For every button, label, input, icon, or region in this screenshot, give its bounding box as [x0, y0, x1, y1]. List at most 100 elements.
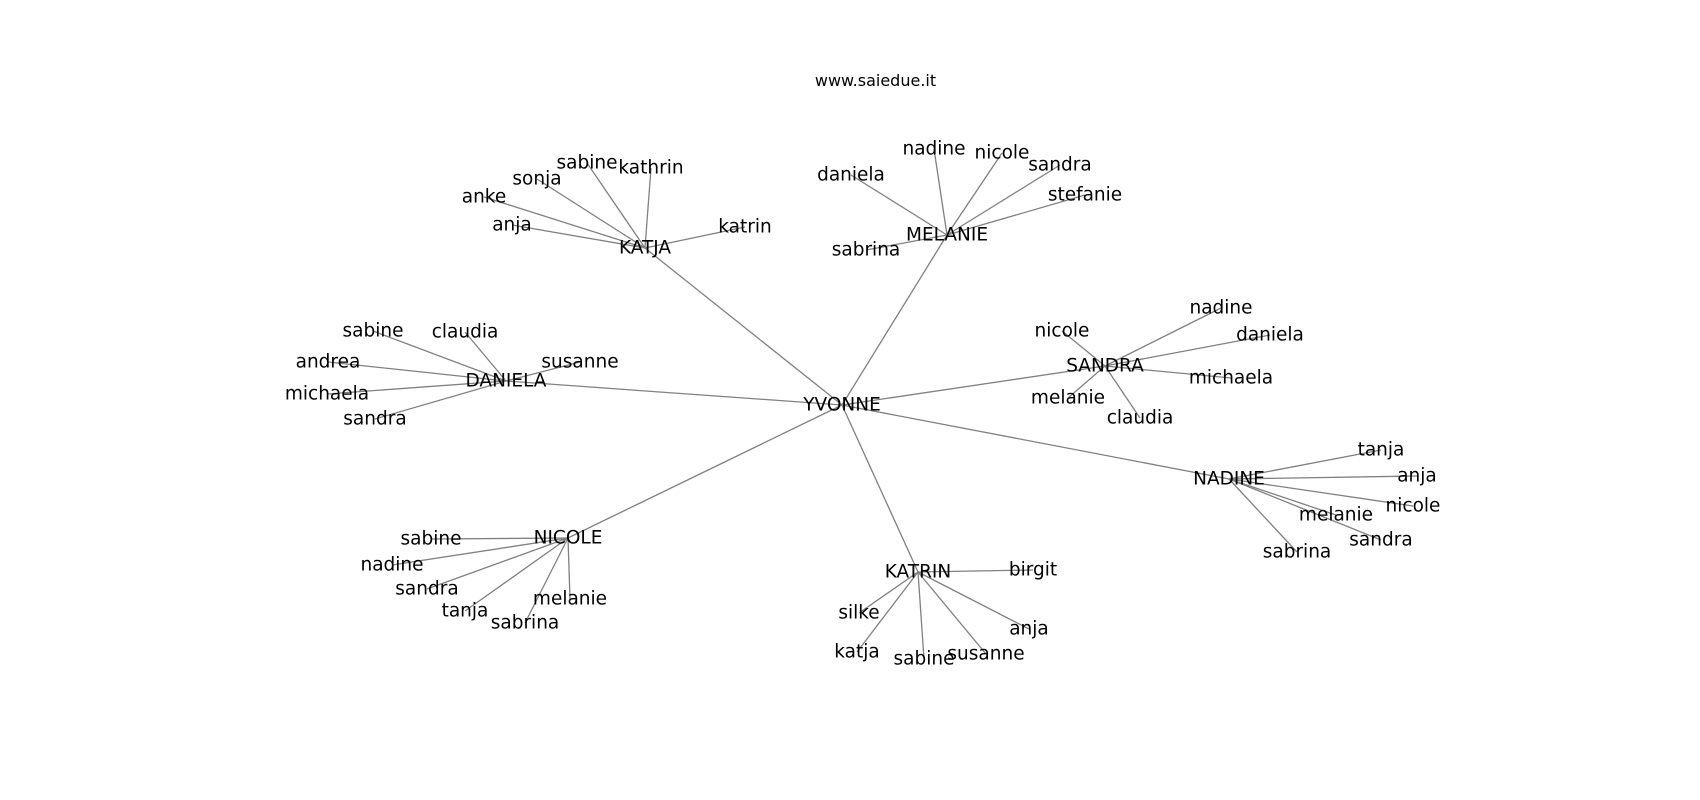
edge-nadine-nicole: [1228, 478, 1414, 507]
hub-node-label: DANIELA: [466, 371, 547, 392]
leaf-node-label: sonja: [512, 169, 561, 190]
leaf-node-label: sandra: [1349, 530, 1412, 551]
edge-nadine-tanja: [1228, 449, 1382, 480]
edge-katrin-sabine: [917, 571, 925, 660]
edge-melanie-sandra: [946, 164, 1061, 236]
leaf-node-label: sabine: [894, 649, 955, 670]
edge-katja-sonja: [536, 178, 646, 249]
edge-nadine-sandra: [1228, 478, 1382, 541]
leaf-node-label: claudia: [432, 322, 499, 343]
page-title: www.saiedue.it: [814, 71, 937, 90]
root-node-label: YVONNE: [802, 395, 881, 416]
leaf-node-label: daniela: [1236, 325, 1304, 346]
edge-nicole-sandra: [426, 537, 569, 590]
leaf-node-label: melanie: [1031, 388, 1105, 409]
edge-melanie-nadine: [933, 148, 948, 236]
leaf-node-label: sabrina: [832, 240, 901, 261]
leaf-node-label: anja: [1009, 619, 1049, 640]
edge-daniela-michaela: [326, 380, 507, 395]
edge-sandra-michaela: [1104, 365, 1232, 379]
edge-sandra-claudia: [1104, 365, 1141, 419]
edge-sandra-daniela: [1104, 334, 1271, 367]
leaf-node-label: sabine: [343, 321, 404, 342]
edge-daniela-andrea: [327, 361, 507, 382]
edge-melanie-nicole: [946, 152, 1003, 236]
edge-katrin-katja: [856, 571, 919, 653]
edge-nadine-melanie: [1228, 478, 1337, 516]
leaf-node-label: daniela: [817, 165, 885, 186]
edge-katja-katrin: [644, 226, 746, 249]
edge-katrin-anja: [917, 571, 1030, 630]
leaf-node-label: sabine: [401, 529, 462, 550]
edge-nicole-sabine: [430, 537, 569, 540]
edge-root-daniela: [505, 380, 843, 406]
edge-sandra-melanie: [1067, 365, 1106, 399]
leaf-node-label: tanja: [1358, 440, 1405, 461]
leaf-node-label: nadine: [902, 139, 965, 160]
edge-nicole-sabrina: [524, 537, 569, 624]
leaf-node-label: sabrina: [491, 613, 560, 634]
edge-katrin-susanne: [917, 571, 987, 655]
leaf-node-label: susanne: [947, 644, 1024, 665]
leaf-node-label: nicole: [1035, 321, 1090, 342]
edge-nicole-tanja: [464, 537, 569, 612]
edge-katja-anja: [511, 224, 646, 249]
edge-melanie-sabrina: [865, 234, 948, 251]
leaf-node-label: sandra: [343, 409, 406, 430]
edge-katja-sabine: [586, 162, 646, 249]
edge-root-nadine: [841, 404, 1230, 480]
edge-melanie-daniela: [850, 174, 948, 236]
leaf-node-label: michaela: [285, 384, 369, 405]
edge-daniela-sabine: [372, 330, 507, 382]
edge-sandra-nadine: [1104, 307, 1222, 367]
hub-node-label: NADINE: [1193, 469, 1265, 490]
edge-nadine-anja: [1228, 475, 1418, 480]
leaf-node-label: susanne: [541, 352, 618, 373]
leaf-node-label: anja: [1397, 466, 1437, 487]
leaf-node-label: claudia: [1107, 408, 1174, 429]
leaf-node-label: melanie: [1299, 505, 1373, 526]
leaf-node-label: birgit: [1009, 560, 1057, 581]
edge-root-nicole: [567, 404, 843, 539]
leaf-node-label: nicole: [1386, 496, 1441, 517]
leaf-node-label: michaela: [1189, 368, 1273, 389]
edge-root-katja: [644, 247, 843, 406]
leaf-node-label: melanie: [533, 589, 607, 610]
edge-melanie-stefanie: [946, 194, 1086, 236]
edge-root-sandra: [841, 365, 1106, 406]
leaf-node-label: nadine: [360, 555, 423, 576]
leaf-node-label: andrea: [296, 352, 361, 373]
leaf-node-label: anke: [462, 187, 507, 208]
edge-nicole-nadine: [391, 537, 569, 566]
leaf-node-label: anja: [492, 215, 532, 236]
leaf-node-label: nadine: [1189, 298, 1252, 319]
leaf-node-label: tanja: [442, 601, 489, 622]
edge-daniela-claudia: [464, 331, 507, 382]
edge-katja-kathrin: [644, 167, 652, 249]
leaf-node-label: stefanie: [1048, 185, 1122, 206]
leaf-node-label: nicole: [975, 143, 1030, 164]
edges-layer: [326, 148, 1418, 660]
hub-node-label: KATRIN: [885, 562, 951, 583]
leaf-node-label: sandra: [395, 579, 458, 600]
hub-node-label: KATJA: [619, 238, 671, 259]
leaf-node-label: katja: [834, 642, 879, 663]
edge-daniela-susanne: [505, 361, 581, 382]
leaf-node-label: sabrina: [1263, 542, 1332, 563]
hub-node-label: MELANIE: [906, 225, 988, 246]
hub-node-label: NICOLE: [534, 528, 603, 549]
leaf-node-label: sandra: [1028, 155, 1091, 176]
edge-nadine-sabrina: [1228, 478, 1298, 553]
edge-root-katrin: [841, 404, 919, 573]
edge-root-melanie: [841, 234, 948, 406]
edge-nicole-melanie: [567, 537, 571, 600]
leaf-node-label: katrin: [718, 217, 771, 238]
edge-katrin-silke: [858, 571, 919, 614]
leaf-node-label: kathrin: [618, 158, 683, 179]
edge-katja-anke: [483, 196, 646, 249]
leaf-node-label: silke: [838, 603, 879, 624]
edge-sandra-nicole: [1061, 330, 1106, 367]
leaf-node-label: sabine: [557, 153, 618, 174]
